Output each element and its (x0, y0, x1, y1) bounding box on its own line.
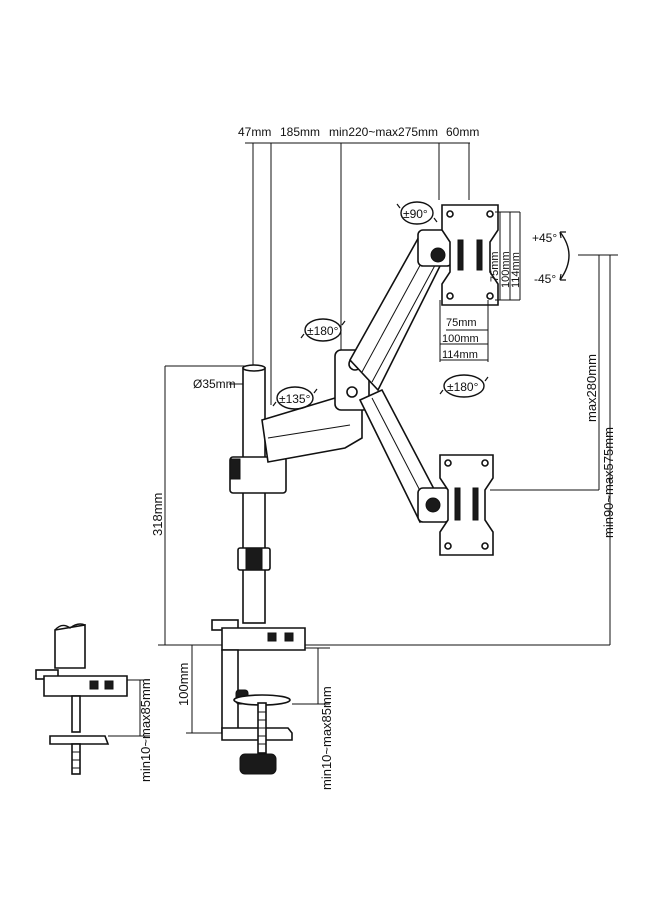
rotation-180-plate-label: ±180° (447, 380, 479, 394)
clamp-height-dim (186, 645, 222, 734)
pole-diameter-label: Ø35mm (193, 377, 236, 391)
rotation-90-badge (396, 201, 438, 225)
rotation-180-arm-badge (300, 318, 346, 342)
vesa-75-vertical: 75mm (489, 251, 501, 282)
upper-arm (349, 229, 453, 392)
grommet-clamp (35, 623, 128, 775)
pole-height-dimension (158, 365, 258, 646)
vesa-vertical-dims (495, 211, 521, 301)
dim-height-range: min90~max575mm (601, 427, 616, 538)
tilt-arc (559, 231, 570, 281)
desk-clamp (211, 619, 306, 775)
rotation-135-badge (272, 386, 318, 410)
rotation-90-label: ±90° (403, 207, 428, 221)
rotation-180-arm-label: ±180° (307, 324, 339, 338)
dim-arm-range: min220~max275mm (329, 125, 438, 139)
vesa-75-horizontal: 75mm (446, 317, 477, 329)
vesa-100-vertical: 100mm (500, 251, 512, 288)
tilt-up-label: +45° (532, 231, 557, 245)
dim-185mm: 185mm (280, 125, 320, 139)
pole (237, 364, 271, 624)
desk-thickness-left-label: min10~max85mm (138, 678, 153, 782)
vesa-horizontal-dims (439, 300, 489, 362)
desk-thickness-right-label: min10~max85mm (319, 686, 334, 790)
rotation-180-plate-badge (439, 374, 489, 398)
tilt-arc-arrow-up (559, 231, 566, 239)
desk-thickness-left-dim (108, 679, 150, 737)
tilt-down-label: -45° (534, 272, 556, 286)
tilt-arc-arrow-down (559, 273, 566, 281)
dim-60mm: 60mm (446, 125, 479, 139)
rotation-135-label: ±135° (279, 392, 311, 406)
clamp-height-label: 100mm (176, 663, 191, 706)
dim-318mm: 318mm (150, 493, 165, 536)
vesa-114-vertical: 114mm (510, 252, 522, 288)
desk-thickness-right-dim (292, 647, 330, 705)
vesa-114-horizontal: 114mm (442, 349, 478, 361)
upper-vesa-plate (441, 204, 499, 306)
lower-vesa-plate (439, 454, 494, 556)
right-height-dimensions (490, 254, 618, 645)
vesa-100-horizontal: 100mm (442, 333, 479, 345)
dim-max280mm: max280mm (584, 354, 599, 422)
dim-47mm: 47mm (238, 125, 271, 139)
lower-arm (229, 349, 370, 494)
lowered-arm (358, 388, 451, 524)
